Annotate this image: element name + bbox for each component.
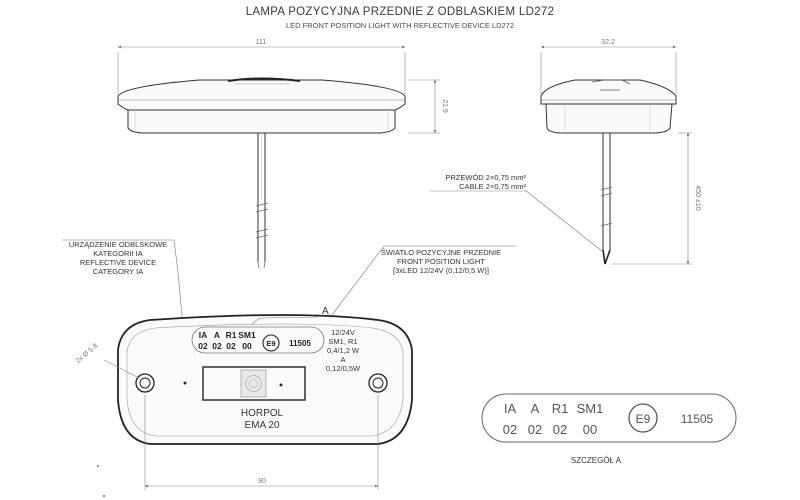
mounting-hole-left <box>135 373 155 393</box>
drawing-title: LAMPA POZYCYJNA PRZEDNIE Z ODBLASKIEM LD… <box>245 6 555 18</box>
marking-panel <box>191 326 325 354</box>
lamp-mark-02-a: 02 <box>198 341 208 351</box>
lamp-brand: HORPOL <box>241 408 284 419</box>
reflector-note-line3: REFLECTIVE DEVICE <box>80 258 156 267</box>
lamp-mark-ia: IA <box>199 330 208 340</box>
lamp-spec-voltage: 12/24V <box>331 328 355 337</box>
detail-mark-02-a: 02 <box>503 422 517 437</box>
hole-leader-line <box>103 359 140 379</box>
lamp-mark-r1: R1 <box>226 330 237 340</box>
corner-mark <box>97 465 99 467</box>
detail-mark-02-c: 02 <box>553 422 567 437</box>
lamp-spec-functions: SM1, R1 <box>328 337 357 346</box>
dimension-hole: 2x Ø 5.8 <box>75 343 100 365</box>
top-front-view <box>117 77 406 269</box>
lamp-mark-02-b: 02 <box>212 341 222 351</box>
lamp-mark-a: A <box>214 330 220 340</box>
detail-mark-00: 00 <box>583 422 597 437</box>
mounting-hole-right <box>368 373 388 393</box>
cable-note-en: CABLE 2×0,75 mm² <box>459 182 526 191</box>
lamp-approval-number: 11505 <box>289 339 311 348</box>
mounting-hole-left-inner <box>139 377 151 389</box>
detail-mark-r1: R1 <box>552 401 569 416</box>
position-light-note-line2: FRONT POSITION LIGHT <box>397 257 485 266</box>
lamp-spec-power: 0,4/1,2 W <box>327 346 360 355</box>
lamp-spec-a: A <box>340 355 345 364</box>
light-window <box>202 366 306 401</box>
detail-emark-circle <box>628 403 658 433</box>
lamp-mark-02-c: 02 <box>226 341 236 351</box>
lamp-emark-circle <box>262 334 280 352</box>
dimension-32-2: 32.2 <box>601 39 615 46</box>
mounting-hole-right-inner <box>372 377 384 389</box>
detail-mark-a: A <box>531 401 540 416</box>
reflector-note-line2: KATEGORII IA <box>93 249 142 258</box>
lamp-spec-power-a: 0,12/0,5W <box>326 364 361 373</box>
lamp-mark-sm1: SM1 <box>238 330 256 340</box>
lamp-body-view <box>117 314 413 445</box>
lamp-model: EMA 20 <box>244 420 279 431</box>
led-lens <box>240 369 267 398</box>
top-view-dimensions <box>117 45 440 134</box>
bottom-dimension <box>144 395 379 490</box>
detail-mark-ia: IA <box>504 401 517 416</box>
side-view <box>540 79 677 265</box>
position-light-note-line1: ŚWIATŁO POZYCYJNE PRZEDNIE <box>381 248 501 257</box>
position-light-note-line3: [3xLED 12/24V (0,12/0,5 W)] <box>393 266 489 275</box>
reflector-point <box>183 381 187 385</box>
reflector-note-line4: CATEGORY IA <box>93 267 143 276</box>
dimension-111: 111 <box>256 39 267 46</box>
lamp-emark: E9 <box>266 339 275 348</box>
dimension-21-9: 21.9 <box>441 99 448 113</box>
cable-note-pl: PRZEWÓD 2×0,75 mm² <box>445 173 526 182</box>
detail-mark-02-b: 02 <box>528 422 542 437</box>
detail-approval-number: 11505 <box>681 412 714 426</box>
detail-a-outline <box>481 393 737 443</box>
reflector-note-line1: URZĄDZENIE ODBLSKOWE <box>69 240 167 249</box>
lamp-mark-00: 00 <box>242 341 252 351</box>
dimension-450: 450 ±10 <box>694 185 701 210</box>
dimension-90: 90 <box>258 478 266 485</box>
light-point <box>279 383 283 387</box>
side-view-dimensions <box>524 45 692 265</box>
corner-mark <box>103 495 105 497</box>
drawing-subtitle: LED FRONT POSITION LIGHT WITH REFLECTIVE… <box>285 21 515 30</box>
section-marker-line <box>251 316 319 326</box>
detail-emark: E9 <box>636 412 651 426</box>
detail-caption: SZCZEGÓŁ A <box>571 456 622 465</box>
detail-mark-sm1: SM1 <box>577 401 604 416</box>
detail-a <box>481 393 737 443</box>
section-marker-a: A <box>322 306 329 317</box>
